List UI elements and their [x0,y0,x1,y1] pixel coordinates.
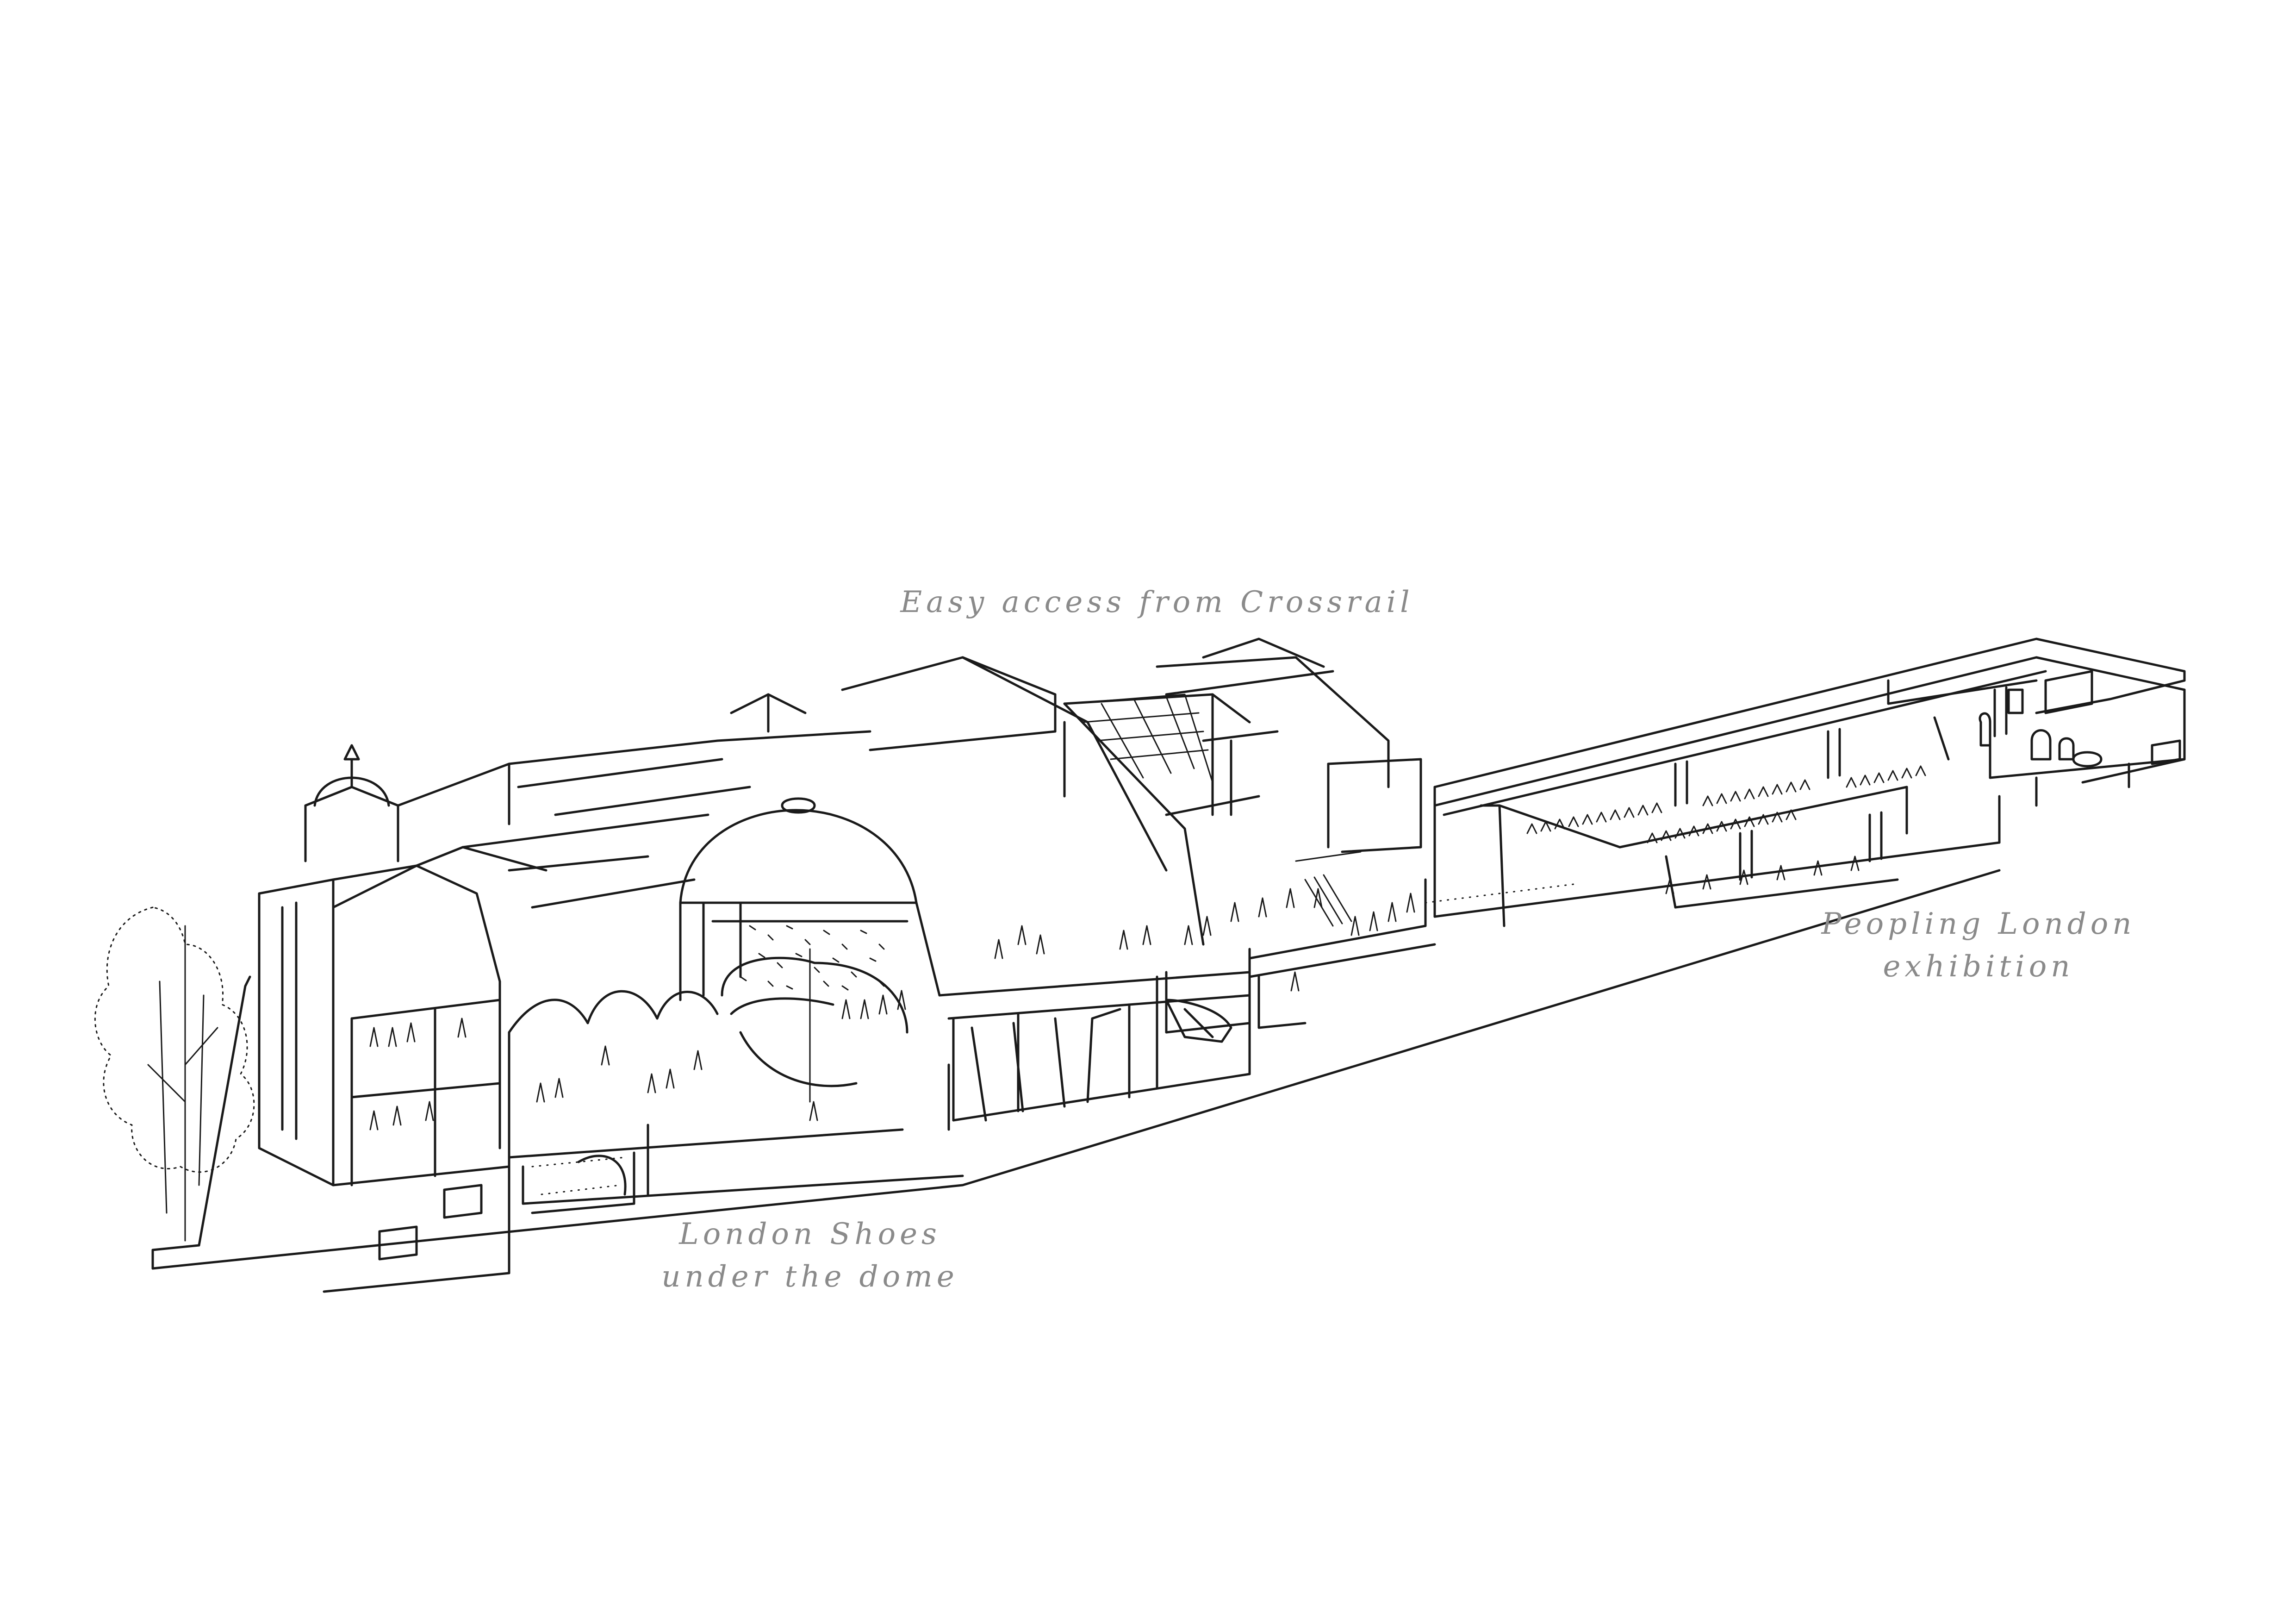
tree-sketch [94,906,255,1242]
ground-dots [531,883,1574,1195]
label-crossrail-text: Easy access from Crossrail [900,585,1414,619]
label-peopling-london-exhibition: Peopling London exhibition [1759,903,2198,988]
central-concourse [938,878,1436,1122]
label-peopling-line2: exhibition [1883,949,2074,984]
historic-block-left [258,744,418,1187]
ground-plane [151,869,2001,1293]
escalator [1295,851,1362,927]
arched-section-wall [508,990,964,1214]
central-dome [679,797,941,1087]
label-peopling-line1: Peopling London [1821,907,2136,941]
label-london-shoes: London Shoes under the dome [625,1213,995,1298]
exhibition-columns [1674,686,2008,881]
glazed-roof-grid [1068,693,1213,783]
left-hall [332,846,548,1224]
basement-tunnels [378,999,1232,1261]
exhibition-wing [1433,637,2186,927]
crossrail-roofs [841,637,1422,946]
people-figures [369,888,1415,1131]
exhibition-crowd [1526,765,1926,894]
market-roofs [397,693,871,909]
label-crossrail-access: Easy access from Crossrail [856,581,1458,624]
gallery-objects [1979,670,2181,768]
suspended-shoes-installation [740,925,885,1103]
label-shoes-line2: under the dome [661,1260,958,1294]
label-shoes-line1: London Shoes [679,1217,941,1251]
